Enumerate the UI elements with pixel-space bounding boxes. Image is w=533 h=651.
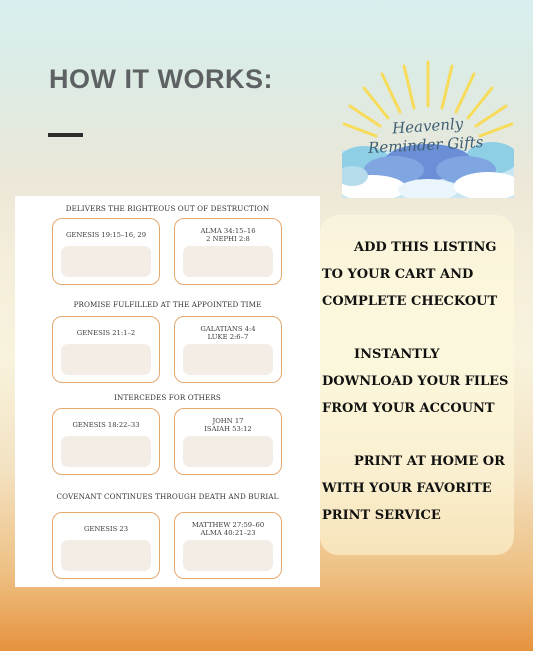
- scripture-reference: GENESIS 18:22–33: [72, 421, 140, 429]
- section-title: COVENANT CONTINUES THROUGH DEATH AND BUR…: [56, 492, 279, 501]
- steps-panel: [320, 215, 514, 555]
- step-3: PRINT AT HOME OR WITH YOUR FAVORITE PRIN…: [322, 448, 522, 529]
- logo-artwork: Heavenly Reminder Gifts: [336, 60, 522, 201]
- step-1-rest: TO YOUR CART AND COMPLETE CHECKOUT: [322, 267, 498, 309]
- scripture-card: GENESIS 19:15–16, 29: [52, 218, 160, 285]
- scripture-reference: GENESIS 21:1–2: [76, 329, 136, 337]
- card-writing-area: [183, 436, 273, 467]
- scripture-reference: GENESIS 23: [83, 525, 129, 533]
- scripture-card: JOHN 17 ISAIAH 53:12: [174, 408, 282, 475]
- page-heading: HOW IT WORKS:: [49, 64, 273, 94]
- scripture-card: GENESIS 21:1–2: [52, 316, 160, 383]
- step-2-first-line: INSTANTLY: [354, 347, 440, 362]
- scripture-reference: GENESIS 19:15–16, 29: [65, 231, 147, 239]
- step-1: ADD THIS LISTING TO YOUR CART AND COMPLE…: [322, 234, 522, 315]
- card-writing-area: [61, 540, 151, 571]
- step-2: INSTANTLY DOWNLOAD YOUR FILES FROM YOUR …: [322, 341, 522, 422]
- card-writing-area: [183, 540, 273, 571]
- scripture-card: ALMA 34:15–16 2 NEPHI 2:8: [174, 218, 282, 285]
- scripture-reference: MATTHEW 27:59–60 ALMA 40:21–23: [191, 521, 265, 537]
- heading-underline: [48, 133, 83, 137]
- card-writing-area: [61, 246, 151, 277]
- scripture-reference: ALMA 34:15–16 2 NEPHI 2:8: [200, 227, 256, 243]
- scripture-card: GENESIS 23: [52, 512, 160, 579]
- brand-logo: Heavenly Reminder Gifts: [336, 58, 522, 201]
- step-3-first-line: PRINT AT HOME OR: [354, 454, 505, 469]
- step-2-rest: DOWNLOAD YOUR FILES FROM YOUR ACCOUNT: [322, 374, 509, 416]
- section-title: INTERCEDES FOR OTHERS: [114, 393, 221, 402]
- step-1-first-line: ADD THIS LISTING: [354, 240, 497, 255]
- logo-text-line1: Heavenly: [391, 115, 465, 138]
- section-title: DELIVERS THE RIGHTEOUS OUT OF DESTRUCTIO…: [65, 204, 270, 213]
- scripture-card: GENESIS 18:22–33: [52, 408, 160, 475]
- scripture-reference: GALATIANS 4:4 LUKE 2:6–7: [200, 325, 256, 341]
- card-writing-area: [183, 344, 273, 375]
- section-title: PROMISE FULFILLED AT THE APPOINTED TIME: [73, 300, 262, 309]
- card-writing-area: [61, 436, 151, 467]
- card-writing-area: [61, 344, 151, 375]
- printable-sheet-preview: DELIVERS THE RIGHTEOUS OUT OF DESTRUCTIO…: [15, 196, 320, 587]
- step-3-rest: WITH YOUR FAVORITE PRINT SERVICE: [322, 481, 492, 523]
- clouds-icon: [336, 142, 522, 201]
- scripture-card: GALATIANS 4:4 LUKE 2:6–7: [174, 316, 282, 383]
- scripture-card: MATTHEW 27:59–60 ALMA 40:21–23: [174, 512, 282, 579]
- card-writing-area: [183, 246, 273, 277]
- scripture-reference: JOHN 17 ISAIAH 53:12: [204, 417, 252, 433]
- sun-rays-icon: [342, 60, 514, 138]
